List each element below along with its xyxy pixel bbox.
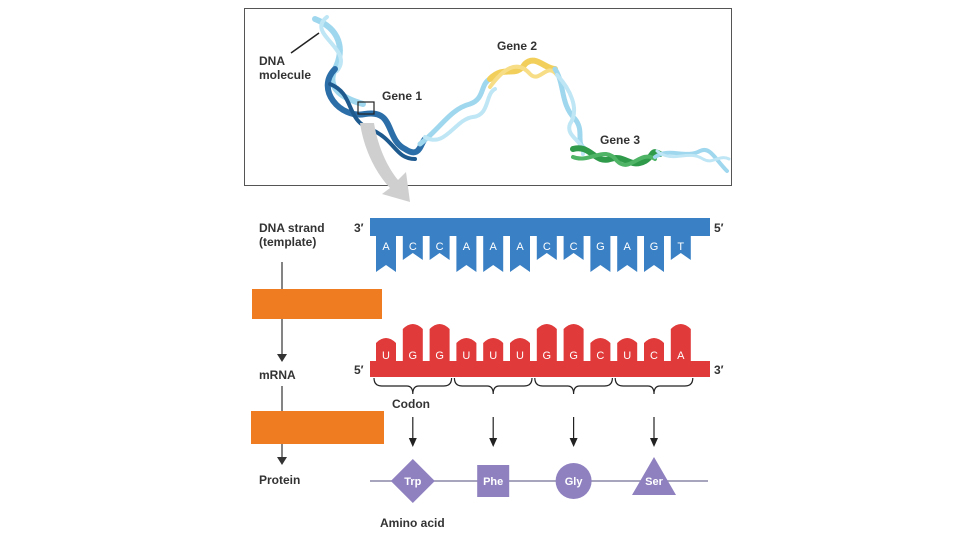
dna-base-letter: C <box>543 241 551 253</box>
amino-acid-label: Amino acid <box>380 516 445 530</box>
mrna-base-peg <box>617 338 638 363</box>
mrna-base-letter: U <box>489 350 497 362</box>
dna-base-letter: A <box>516 241 524 253</box>
mrna-base-letter: G <box>409 350 418 362</box>
dna-base-letter: G <box>596 241 605 253</box>
mrna-base-peg <box>456 338 477 363</box>
mrna-base-peg <box>536 324 557 363</box>
amino-acid-name: Phe <box>483 476 503 488</box>
dna-molecule-label: DNA molecule <box>259 54 312 82</box>
translation-arrowhead <box>408 438 417 447</box>
mrna-base-peg <box>670 324 691 363</box>
mrna-3-prime-end: 3′ <box>714 363 724 377</box>
codon-brackets <box>373 377 694 395</box>
mrna-base-letter: G <box>569 350 578 362</box>
amino-acid-triangle <box>632 457 676 495</box>
mrna-base-letter: U <box>462 350 470 362</box>
mrna-label: mRNA <box>259 368 296 382</box>
protein-label: Protein <box>259 473 301 487</box>
amino-acid-name: Trp <box>404 476 421 488</box>
dna-base-peg <box>376 234 396 272</box>
translation-arrowhead <box>650 438 658 447</box>
dna-base-letter: A <box>624 241 632 253</box>
dna-base-letter: A <box>463 241 471 253</box>
gene-1-label: Gene 1 <box>382 89 423 103</box>
codon-bracket <box>534 377 613 395</box>
mrna-base-peg <box>483 338 504 363</box>
mrna-5-prime-end: 5′ <box>354 363 364 377</box>
dna-base-peg <box>590 234 611 272</box>
dna-base-peg <box>670 234 691 260</box>
mrna-base-peg <box>644 338 664 363</box>
mrna-base-letter: G <box>435 350 444 362</box>
translation-arrows <box>408 417 658 447</box>
dna-pointer-line <box>290 32 320 54</box>
dna-5-prime-end: 5′ <box>714 221 724 235</box>
dna-base-peg <box>456 234 477 272</box>
mrna-base-peg <box>429 324 450 363</box>
dna-base-peg <box>563 234 584 260</box>
dna-base-letter: G <box>650 241 659 253</box>
amino-acid-square <box>477 465 510 497</box>
amino-acid-circle <box>555 463 592 499</box>
mrna-base-letter: C <box>596 350 604 362</box>
dna-base-letter: C <box>409 241 417 253</box>
mrna-base-letter: U <box>623 350 631 362</box>
codon-bracket <box>373 377 453 395</box>
translation-arrowhead <box>489 438 498 447</box>
codon-bracket <box>614 377 694 395</box>
zoom-box <box>357 101 375 115</box>
amino-acid-name: Gly <box>565 476 584 488</box>
mrna-base-letter: U <box>382 350 390 362</box>
dna-base-peg <box>644 234 664 272</box>
translation-arrowhead <box>569 438 578 447</box>
gene-2-label: Gene 2 <box>497 39 538 53</box>
mrna-base-letter: C <box>650 350 658 362</box>
dna-base-letter: A <box>490 241 498 253</box>
dna-base-letter: C <box>436 241 444 253</box>
zoom-arrow-icon <box>360 123 410 202</box>
amino-acid-name: Ser <box>645 476 663 488</box>
mrna-base-peg <box>563 324 584 363</box>
mrna-base-peg <box>402 324 423 363</box>
dna-molecule-panel: DNA molecule Gene 1 Gene 2 Gene 3 <box>244 8 732 186</box>
mrna-base-letter: G <box>543 350 552 362</box>
dna-base-peg <box>617 234 638 272</box>
codon-label: Codon <box>392 397 430 411</box>
dna-base-peg <box>402 234 423 260</box>
dna-base-letter: A <box>382 241 390 253</box>
amino-acid-chain: Trp Phe Gly Ser <box>390 457 676 503</box>
dna-base-peg <box>483 234 504 272</box>
mrna-base-letter: U <box>516 350 524 362</box>
dna-base-letter: C <box>570 241 578 253</box>
dna-molecule-illustration <box>290 15 731 173</box>
transcription-label-box <box>252 289 382 319</box>
mrna-base-peg <box>510 338 530 363</box>
mrna-base-peg <box>376 338 396 363</box>
dna-base-peg <box>429 234 450 260</box>
gene-3-label: Gene 3 <box>600 133 641 147</box>
dna-base-peg <box>536 234 557 260</box>
translation-label-box <box>251 411 384 444</box>
mrna-base-peg <box>590 338 611 363</box>
codon-bracket <box>453 377 533 395</box>
amino-acid-diamond <box>390 459 435 503</box>
dna-strand-label: DNA strand (template) <box>259 221 325 249</box>
mrna-base-letter: A <box>677 350 685 362</box>
gene-expression-diagram: A C C A A A C C G A G T 3′ 5′ U G G U U U G G C U C A 5′ 3′ Co… <box>354 218 724 530</box>
dna-base-peg <box>510 234 530 272</box>
dna-3-prime-end: 3′ <box>354 221 364 235</box>
dna-base-letter: T <box>677 241 684 253</box>
